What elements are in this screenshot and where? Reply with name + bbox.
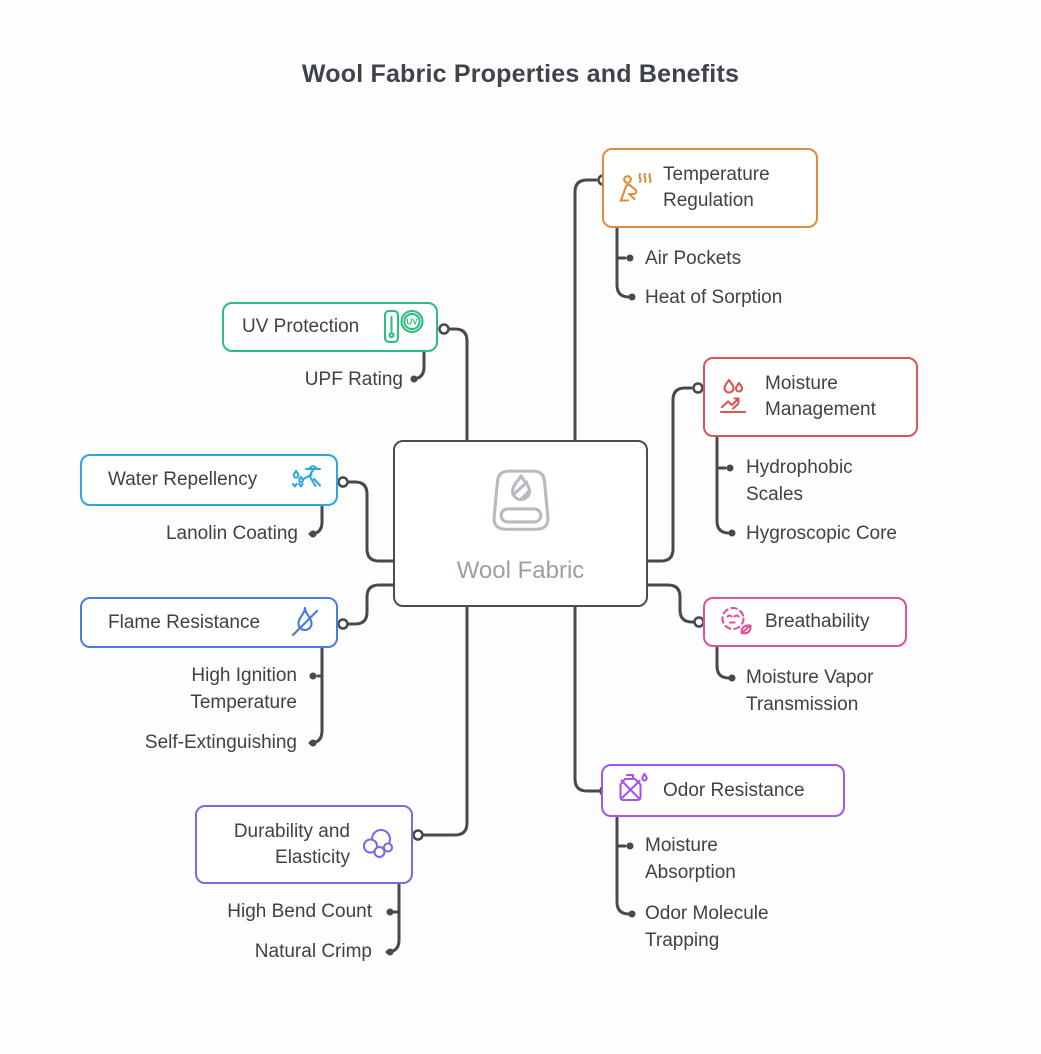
link-de-children <box>385 883 401 954</box>
child-self-extinguishing[interactable]: Self-Extinguishing <box>144 732 297 753</box>
child-heat-of-sorption[interactable]: Heat of Sorption <box>645 287 783 308</box>
bullet-natural-crimp <box>386 948 394 956</box>
link-tr-children <box>615 227 631 299</box>
child-moisture-absorption[interactable]: Moisture Absorption <box>645 835 736 883</box>
link-temperature-regulation <box>573 178 598 442</box>
child-air-pockets[interactable]: Air Pockets <box>645 248 742 269</box>
node-label-breathability: Breathability <box>765 611 870 632</box>
link-water-repellency <box>347 480 396 563</box>
bullet-air-pockets <box>626 254 634 262</box>
flame-off-icon <box>286 604 324 642</box>
node-label-moisture-management: Moisture Management <box>765 373 876 420</box>
child-high-ignition-temperature[interactable]: High Ignition Temperature <box>190 665 297 713</box>
page-title: Wool Fabric Properties and Benefits <box>301 60 740 88</box>
child-odor-molecule-trapping[interactable]: Odor Molecule Trapping <box>645 903 769 951</box>
node-label-water-repellency: Water Repellency <box>108 469 258 490</box>
node-moisture-management[interactable]: Moisture Management <box>703 357 918 437</box>
link-wr-child <box>308 505 324 536</box>
node-label-temperature-regulation: Temperature Regulation <box>663 164 770 211</box>
bullet-heat-of-sorption <box>628 293 636 301</box>
center-node-wool-fabric[interactable]: Wool Fabric <box>393 440 648 607</box>
heat-person-icon <box>616 169 654 207</box>
node-flame-resistance[interactable]: Flame Resistance <box>80 597 338 648</box>
node-odor-resistance[interactable]: Odor Resistance <box>601 764 845 817</box>
child-lanolin-coating[interactable]: Lanolin Coating <box>165 523 298 544</box>
wool-roll-icon <box>475 463 567 549</box>
breathing-face-leaf-icon <box>717 603 755 641</box>
child-hygroscopic-core[interactable]: Hygroscopic Core <box>746 523 897 544</box>
rain-person-icon <box>288 459 328 501</box>
terminal-water-repellency <box>337 476 349 488</box>
uv-badge-icon: UV <box>382 307 428 347</box>
terminal-durability-elasticity <box>412 829 424 841</box>
child-natural-crimp[interactable]: Natural Crimp <box>254 941 372 962</box>
center-node-label: Wool Fabric <box>456 556 585 584</box>
bullet-self-extinguishing <box>309 739 317 747</box>
node-uv-protection[interactable]: UV Protection UV <box>222 302 438 352</box>
link-uv-protection <box>448 327 469 442</box>
bubbles-icon <box>359 825 399 865</box>
bullet-hydrophobic-scales <box>726 464 734 472</box>
bullet-moisture-absorption <box>626 842 634 850</box>
link-uv-child <box>410 351 426 381</box>
bullet-moisture-vapor <box>728 674 736 682</box>
node-water-repellency[interactable]: Water Repellency <box>80 454 338 506</box>
link-flame-resistance <box>347 583 396 626</box>
bullet-lanolin-coating <box>309 530 317 538</box>
bullet-hygroscopic-core <box>728 529 736 537</box>
link-moisture-management <box>646 386 693 563</box>
child-high-bend-count[interactable]: High Bend Count <box>227 901 372 922</box>
svg-text:UV: UV <box>406 317 418 326</box>
child-moisture-vapor-transmission[interactable]: Moisture Vapor Transmission <box>746 667 874 715</box>
terminal-uv-protection <box>438 323 450 335</box>
link-mm-children <box>715 436 731 535</box>
bullet-high-ignition <box>309 672 317 680</box>
terminal-moisture-management <box>692 382 704 394</box>
node-label-odor-resistance: Odor Resistance <box>663 779 805 801</box>
node-label-uv-protection: UV Protection <box>242 316 360 337</box>
node-label-flame-resistance: Flame Resistance <box>108 611 261 633</box>
link-durability-elasticity <box>422 605 469 837</box>
child-upf-rating[interactable]: UPF Rating <box>304 369 403 390</box>
droplets-wicking-icon <box>717 377 755 417</box>
terminal-flame-resistance <box>337 618 349 630</box>
node-label-durability-elasticity: Durability and Elasticity <box>233 820 350 868</box>
link-br-child <box>715 646 731 680</box>
node-durability-elasticity[interactable]: Durability and Elasticity <box>195 805 413 884</box>
link-odor-resistance <box>573 605 601 793</box>
flask-drop-icon <box>615 771 653 811</box>
bullet-upf-rating <box>410 375 418 383</box>
bullet-high-bend-count <box>386 908 394 916</box>
link-fr-children <box>308 647 324 745</box>
child-hydrophobic-scales[interactable]: Hydrophobic Scales <box>746 457 853 505</box>
link-or-children <box>615 816 631 916</box>
bullet-odor-molecule <box>628 910 636 918</box>
node-temperature-regulation[interactable]: Temperature Regulation <box>602 148 818 228</box>
node-breathability[interactable]: Breathability <box>703 597 907 647</box>
link-breathability <box>646 583 695 624</box>
